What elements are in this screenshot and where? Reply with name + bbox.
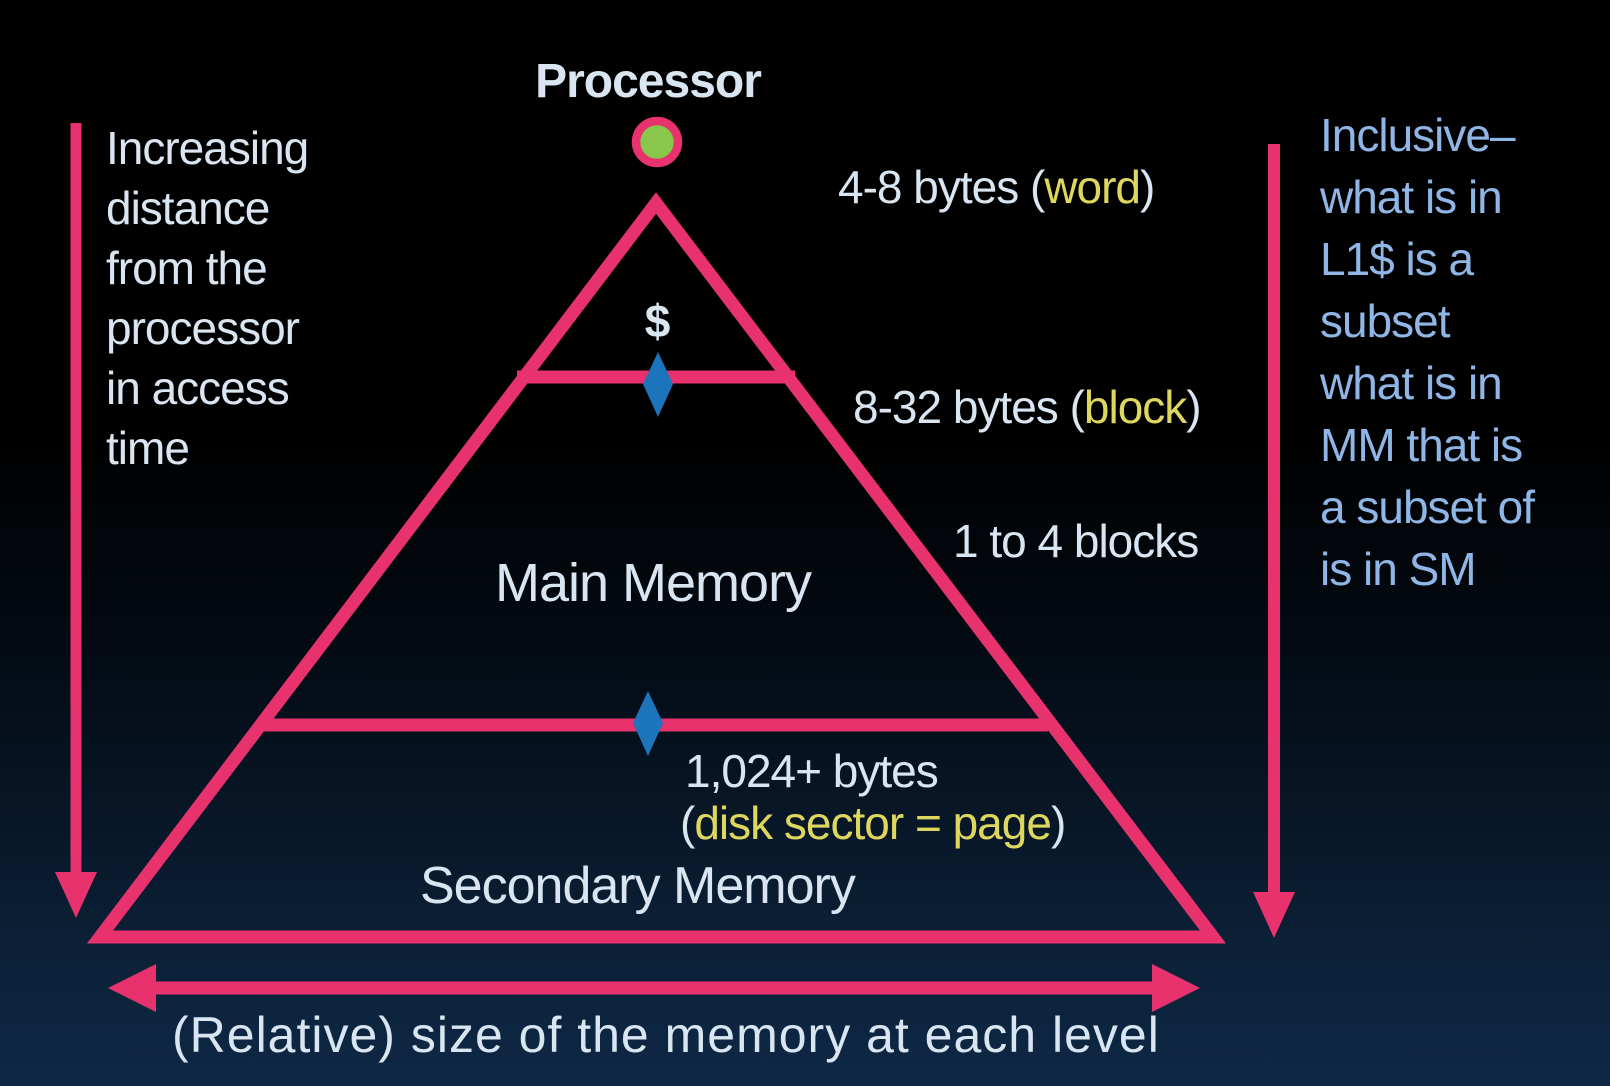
block-size-suffix: ) (1186, 381, 1201, 433)
access-time-arrow-head (55, 872, 97, 918)
processor-dot-icon (639, 124, 675, 160)
relative-size-caption: (Relative) size of the memory at each le… (172, 1007, 1160, 1063)
page-size-highlight: disk sector = page (694, 797, 1052, 849)
block-size-highlight: block (1083, 381, 1187, 433)
blocks-count-annotation: 1 to 4 blocks (953, 515, 1199, 567)
inclusion-arrow-head (1253, 892, 1295, 938)
word-size-suffix: ) (1140, 161, 1155, 213)
inclusion-note: Inclusive– what is in L1$ is a subset wh… (1320, 109, 1535, 595)
cache-dollar-label: $ (644, 295, 671, 347)
page-size-suffix: ) (1050, 797, 1066, 849)
relative-size-arrow-right-head (1152, 964, 1200, 1012)
processor-title: Processor (535, 55, 762, 108)
page-transfer-diamond-icon (633, 691, 663, 756)
processor-dot-ring-icon (631, 116, 683, 168)
access-time-arrow-icon (55, 123, 97, 918)
access-time-note: Increasing distance from the processor i… (106, 122, 309, 474)
page-size-annotation-line2: (disk sector = page) (680, 796, 1066, 850)
inclusion-arrow-icon (1253, 144, 1295, 938)
word-size-annotation: 4-8 bytes (word) (838, 160, 1155, 214)
page-size-annotation-line1: 1,024+ bytes (685, 745, 939, 797)
word-size-prefix: 4-8 bytes ( (838, 161, 1045, 213)
secondary-memory-label: Secondary Memory (420, 857, 856, 915)
word-size-highlight: word (1044, 161, 1141, 213)
block-size-prefix: 8-32 bytes ( (853, 381, 1085, 433)
pyramid-outline (86, 192, 1227, 944)
relative-size-arrow-icon (108, 964, 1200, 1012)
cache-transfer-diamond-icon (643, 352, 673, 417)
page-size-prefix: ( (680, 797, 695, 849)
relative-size-arrow-left-head (108, 964, 156, 1012)
main-memory-label: Main Memory (495, 553, 812, 613)
block-size-annotation: 8-32 bytes (block) (853, 380, 1202, 434)
